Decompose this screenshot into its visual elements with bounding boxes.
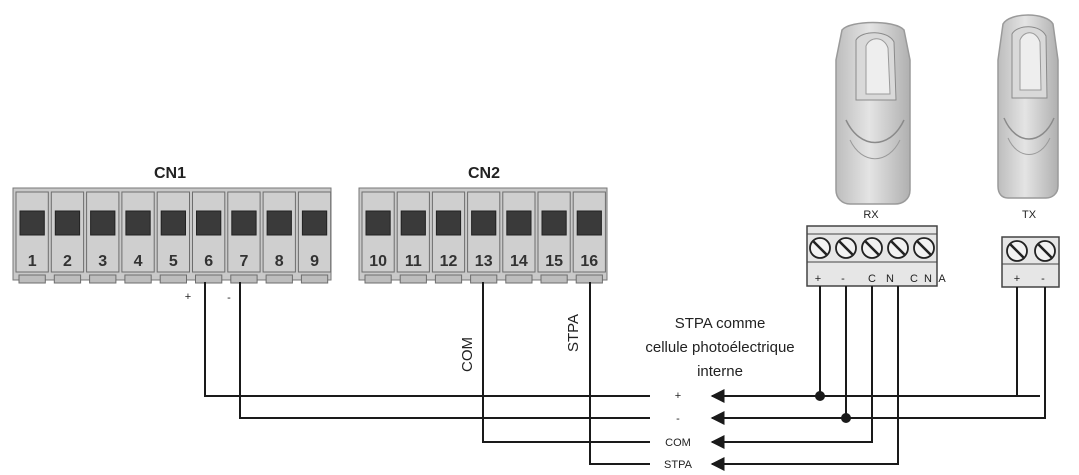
cn1-terminal-6: 6 <box>192 191 226 284</box>
note-text: STPA comme cellule photoélectrique inter… <box>645 315 794 380</box>
rx-screw <box>835 237 857 259</box>
tx-screw <box>1034 240 1056 262</box>
cn1-plus-mark: + <box>185 291 191 303</box>
cn1-terminal-4: 4 <box>121 191 155 284</box>
wire-stpa-rx <box>710 286 899 471</box>
stpa-vertical-label: STPA <box>565 314 582 352</box>
cn2-terminal-number: 15 <box>545 253 563 270</box>
cn2-terminal-15: 15 <box>537 191 571 284</box>
cn1-terminal-9: 9 <box>297 191 332 284</box>
tx-pin-label: + <box>1014 273 1020 285</box>
junction-minus <box>841 413 851 423</box>
rx-title: RX <box>863 209 879 221</box>
cn1-title: CN1 <box>154 165 186 182</box>
rx-pin-label: N <box>886 273 894 285</box>
wire-com-cn2 <box>482 282 650 443</box>
cn2-terminal-12: 12 <box>431 191 466 284</box>
note-line-2: cellule photoélectrique <box>645 339 794 356</box>
cn1-minus-mark: - <box>227 292 231 304</box>
com-vertical-label: COM <box>459 337 476 372</box>
cn2-terminal-number: 16 <box>580 253 598 270</box>
cn2-terminal-10: 10 <box>361 191 395 284</box>
wire-minus-bus <box>710 287 1046 425</box>
cn2-terminal-number: 11 <box>405 253 422 270</box>
bus-label-plus: + <box>675 390 681 402</box>
rx-screw <box>861 237 883 259</box>
rx-screw <box>913 237 935 259</box>
cn2-terminal-number: 13 <box>475 253 493 270</box>
cn1-terminal-5: 5 <box>156 191 190 284</box>
cn2-title: CN2 <box>468 165 500 182</box>
cn2-connector: CN2 10 11 12 13 14 15 16 <box>358 165 608 284</box>
rx-screw <box>887 237 909 259</box>
cn1-terminal-1: 1 <box>15 191 49 284</box>
cn2-terminal-13: 13 <box>467 191 501 284</box>
wire-stpa-cn2 <box>589 282 650 465</box>
note-line-1: STPA comme <box>675 315 766 332</box>
cn1-terminal-2: 2 <box>50 191 85 284</box>
tx-screw <box>1006 240 1028 262</box>
cn1-terminal-number: 7 <box>239 253 248 270</box>
cn1-terminal-number: 1 <box>28 253 37 270</box>
cn1-terminals: 1 2 3 4 5 6 7 8 9 <box>15 191 332 284</box>
wire-com-rx <box>710 286 873 449</box>
rx-pin-label: C <box>868 273 876 285</box>
cn2-terminals: 10 11 12 13 14 15 16 <box>361 191 606 284</box>
cn1-terminal-3: 3 <box>86 191 120 284</box>
cn2-terminal-14: 14 <box>502 191 536 284</box>
cn2-terminal-number: 12 <box>440 253 458 270</box>
bus-labels: + - COM STPA <box>652 386 708 472</box>
cn1-terminal-7: 7 <box>227 191 261 284</box>
cn2-terminal-11: 11 <box>396 191 430 284</box>
cn1-terminal-number: 8 <box>275 253 284 270</box>
cn1-terminal-number: 2 <box>63 253 72 270</box>
wires <box>204 282 1046 471</box>
cn1-terminal-number: 3 <box>98 253 107 270</box>
bus-label-com: COM <box>665 437 691 449</box>
cn1-terminal-number: 6 <box>204 253 213 270</box>
bus-label-stpa: STPA <box>664 459 693 471</box>
tx-pin-label: - <box>1041 273 1045 285</box>
junction-plus <box>815 391 825 401</box>
tx-sensor: TX + - <box>997 14 1060 288</box>
rx-pin-label: - <box>841 273 845 285</box>
cn2-terminal-number: 10 <box>369 253 387 270</box>
cn2-terminal-16: 16 <box>572 191 606 284</box>
rx-pin-label: N <box>924 273 932 285</box>
cn2-terminal-number: 14 <box>510 253 528 270</box>
wire-minus-cn1 <box>239 282 650 419</box>
bus-label-minus: - <box>676 413 680 425</box>
wire-plus-cn1 <box>204 282 650 397</box>
cn1-terminal-8: 8 <box>262 191 296 284</box>
tx-title: TX <box>1022 209 1037 221</box>
cn1-terminal-number: 4 <box>134 253 143 270</box>
rx-pin-label: A <box>938 273 946 285</box>
cn1-terminal-number: 5 <box>169 253 178 270</box>
note-line-3: interne <box>697 363 743 380</box>
rx-screw <box>809 237 831 259</box>
rx-pin-label: C <box>910 273 918 285</box>
cn1-terminal-number: 9 <box>310 253 319 270</box>
rx-pin-label: + <box>815 273 821 285</box>
cn1-connector: CN1 1 2 3 4 5 6 7 8 9 <box>12 165 332 284</box>
